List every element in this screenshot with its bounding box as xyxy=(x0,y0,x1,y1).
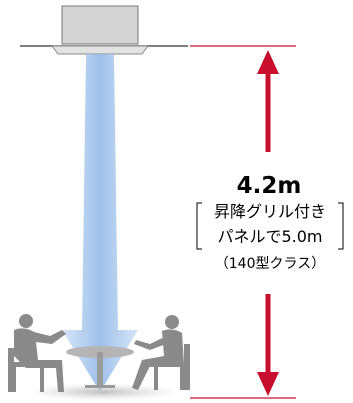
height-arrow-down-icon xyxy=(257,294,279,396)
note-line-panel-height: パネルで5.0m xyxy=(217,227,323,246)
person-left-icon xyxy=(8,314,66,392)
note-line-class: （140型クラス） xyxy=(214,256,326,272)
table xyxy=(66,346,134,388)
airflow-beam xyxy=(62,54,138,392)
height-arrow-up-icon xyxy=(257,50,279,152)
height-value-label: 4.2m xyxy=(236,173,302,199)
ceiling-cassette-unit xyxy=(51,5,149,55)
person-right-icon xyxy=(132,315,190,390)
note-brackets xyxy=(196,202,344,250)
note-line-grille: 昇降グリル付き xyxy=(213,202,326,221)
